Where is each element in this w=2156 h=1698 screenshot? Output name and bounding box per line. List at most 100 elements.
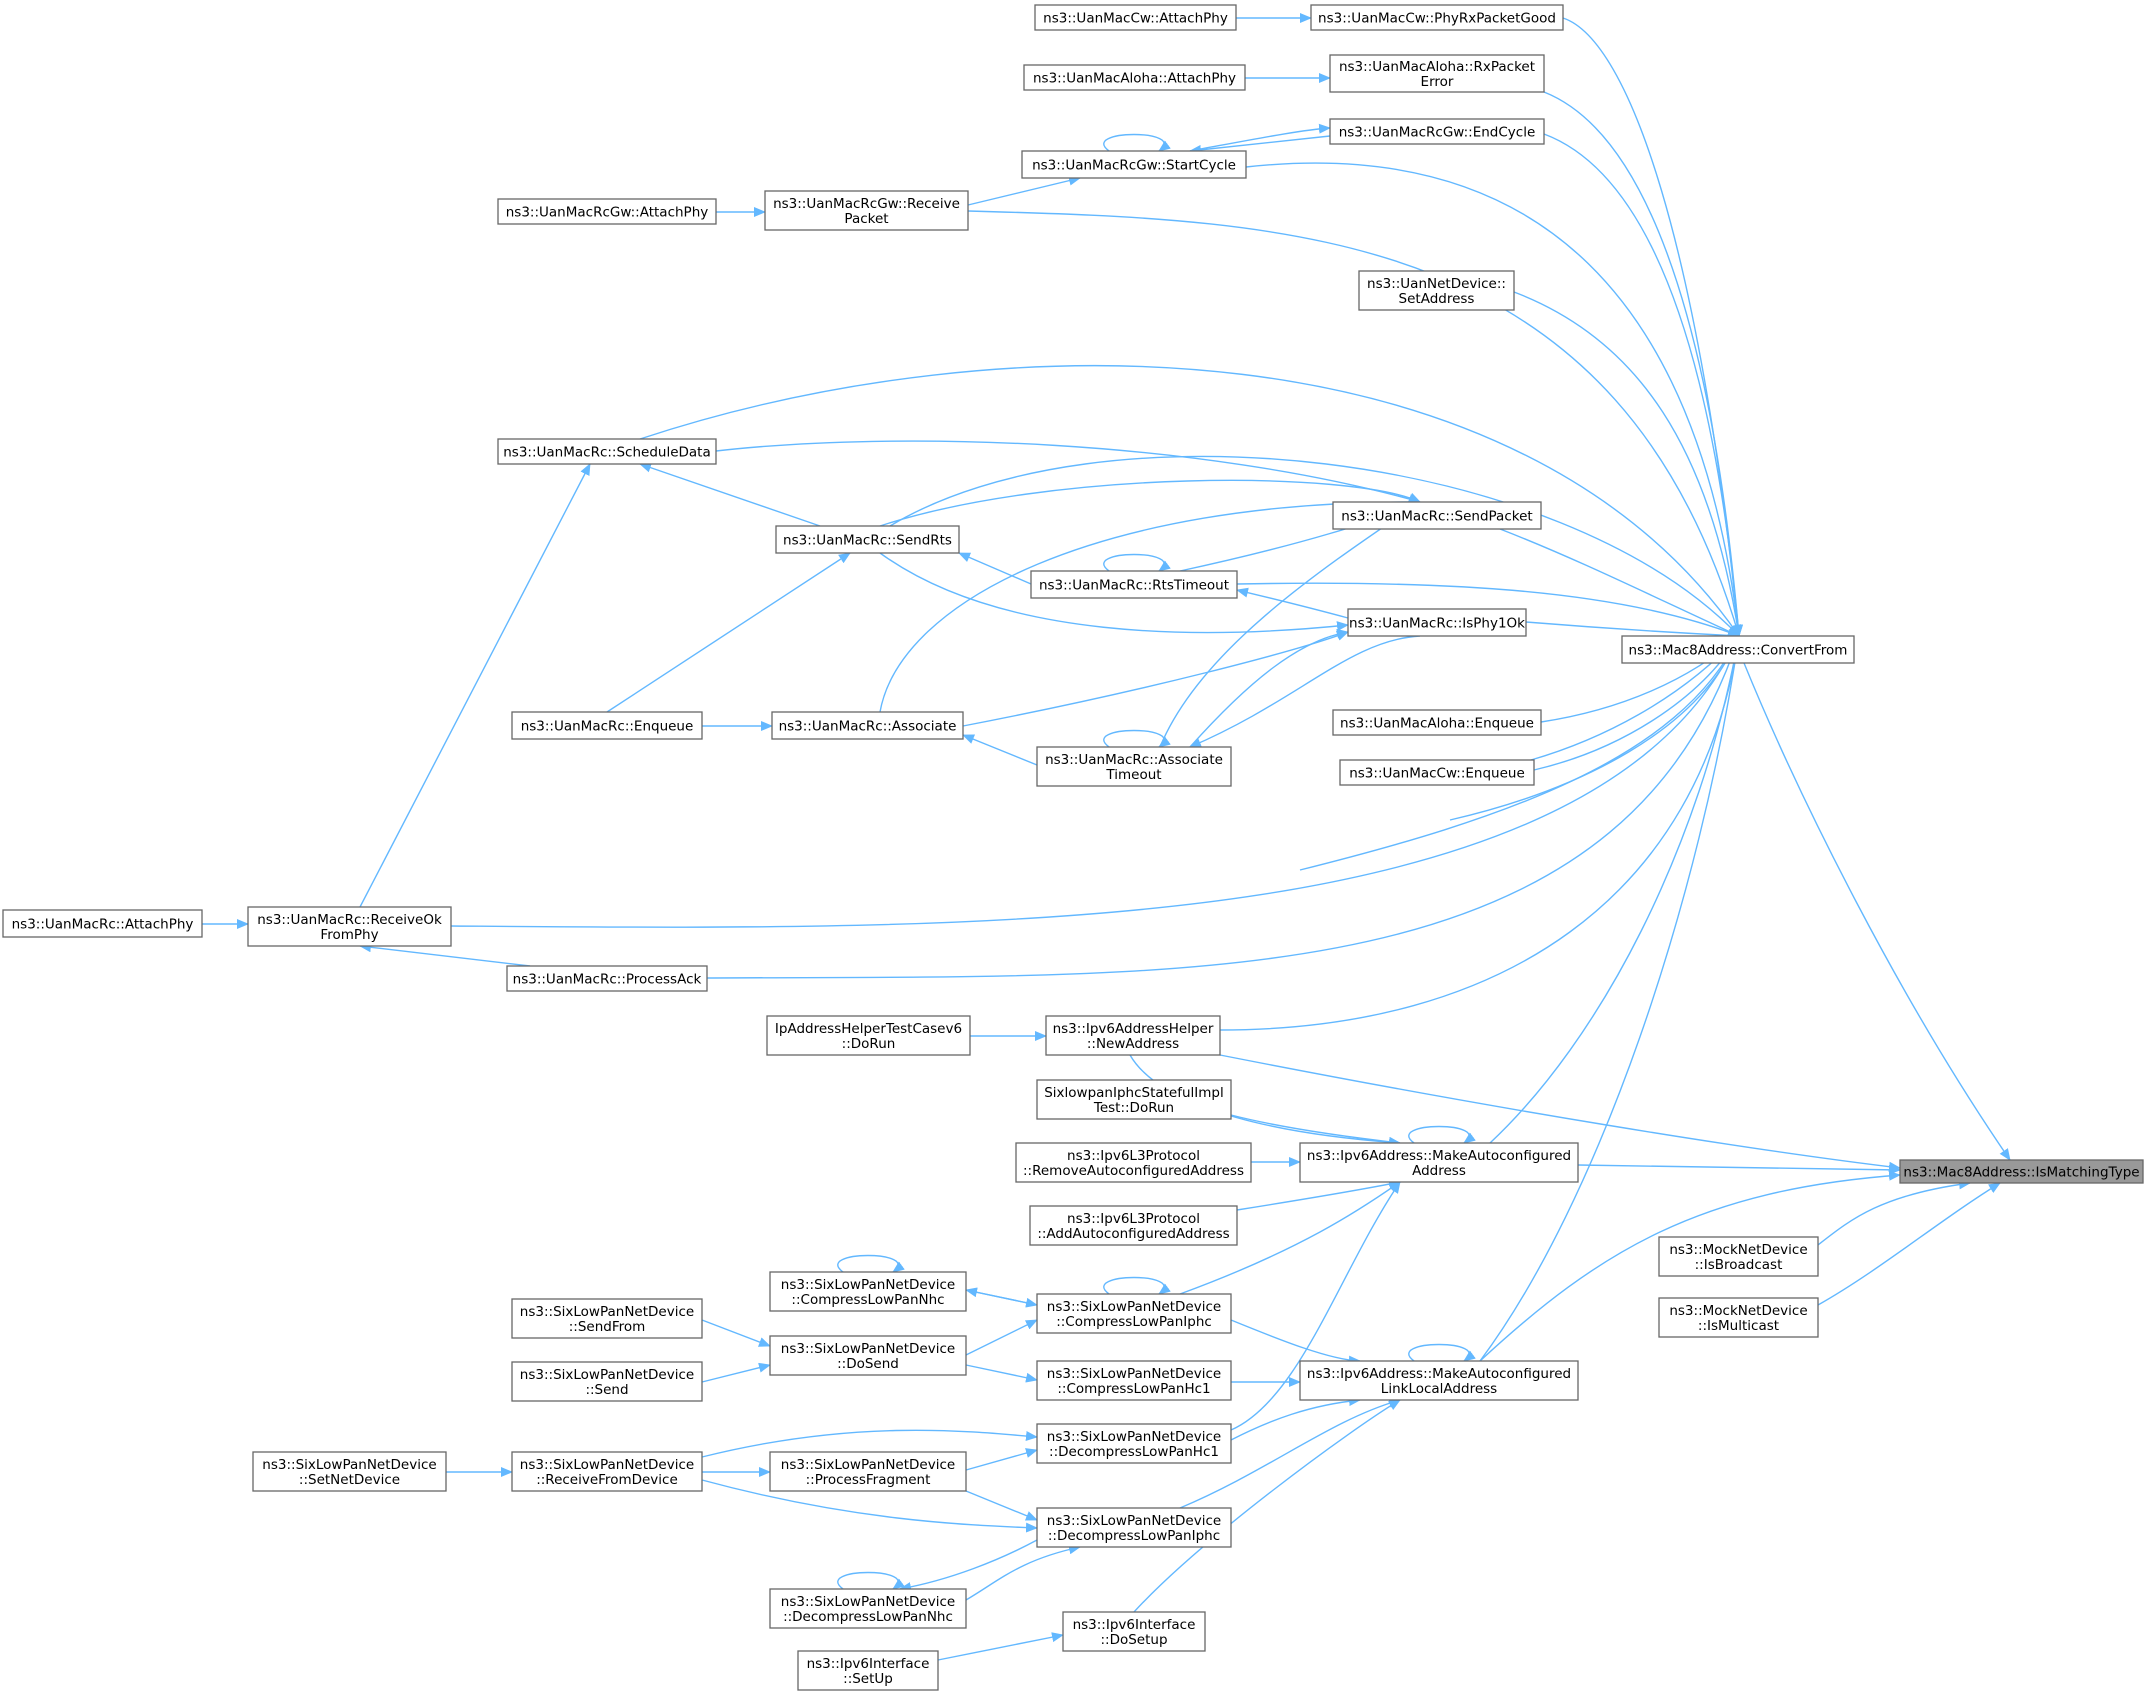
node-box <box>771 711 964 740</box>
node-label: ::SetUp <box>843 1671 893 1687</box>
function-node[interactable]: ns3::Ipv6Interface::DoSetup <box>1062 1611 1206 1652</box>
call-edge <box>962 734 1038 766</box>
function-node[interactable]: ns3::SixLowPanNetDevice::Send <box>511 1361 703 1402</box>
call-edge <box>1179 1181 1401 1295</box>
function-node[interactable]: ns3::SixLowPanNetDevice::SetNetDevice <box>252 1451 447 1492</box>
function-node[interactable]: ns3::MockNetDevice::IsMulticast <box>1658 1297 1819 1338</box>
function-node[interactable]: ns3::SixLowPanNetDevice::DecompressLowPa… <box>1036 1423 1232 1464</box>
node-label: LinkLocalAddress <box>1381 1381 1497 1397</box>
function-node[interactable]: ns3::Ipv6L3Protocol::AddAutoconfiguredAd… <box>1029 1205 1238 1246</box>
node-box <box>511 1451 703 1492</box>
node-box <box>764 190 969 231</box>
function-node[interactable]: ns3::UanMacRc::RtsTimeout <box>1030 570 1238 599</box>
function-node[interactable]: ns3::UanMacAloha::AttachPhy <box>1023 64 1246 91</box>
call-edge <box>1577 1164 1901 1175</box>
function-node[interactable]: IpAddressHelperTestCasev6::DoRun <box>766 1015 971 1056</box>
node-box <box>1036 1507 1232 1548</box>
function-node[interactable]: ns3::UanMacRc::ProcessAck <box>506 965 708 992</box>
function-node[interactable]: ns3::UanMacRc::Enqueue <box>511 711 703 740</box>
call-edge <box>965 1319 1038 1356</box>
node-box <box>769 1271 967 1312</box>
node-label: ns3::SixLowPanNetDevice <box>781 1594 955 1610</box>
function-node[interactable]: ns3::MockNetDevice::IsBroadcast <box>1658 1236 1819 1277</box>
node-box <box>497 198 717 225</box>
node-box <box>506 965 708 992</box>
node-label: ns3::SixLowPanNetDevice <box>520 1367 694 1383</box>
function-node[interactable]: ns3::SixLowPanNetDevice::ReceiveFromDevi… <box>511 1451 703 1492</box>
node-label: ::DoSetup <box>1100 1632 1167 1648</box>
function-node[interactable]: ns3::SixLowPanNetDevice::ProcessFragment <box>769 1451 967 1492</box>
call-edge <box>965 1448 1038 1471</box>
function-node[interactable]: ns3::UanMacAloha::Enqueue <box>1332 709 1542 736</box>
node-box <box>775 525 960 554</box>
node-label: ns3::Ipv6AddressHelper <box>1053 1021 1214 1037</box>
node-label: ns3::UanMacCw::AttachPhy <box>1043 11 1228 27</box>
function-node[interactable]: ns3::Ipv6AddressHelper::NewAddress <box>1045 1015 1221 1056</box>
function-node[interactable]: ns3::UanMacCw::PhyRxPacketGood <box>1310 4 1564 31</box>
function-node[interactable]: ns3::UanMacRc::SendPacket <box>1332 501 1542 530</box>
function-node[interactable]: ns3::SixLowPanNetDevice::CompressLowPanH… <box>1036 1360 1232 1401</box>
node-label: ns3::UanMacRc::SendPacket <box>1341 509 1532 525</box>
call-edge <box>889 455 1740 637</box>
function-node[interactable]: ns3::UanMacRcGw::EndCycle <box>1329 118 1545 145</box>
node-label: ns3::UanMacRc::Associate <box>779 719 957 735</box>
function-node[interactable]: ns3::UanMacRcGw::AttachPhy <box>497 198 717 225</box>
node-label: ::IsMulticast <box>1698 1318 1779 1334</box>
call-edge <box>1245 162 1743 637</box>
call-edge <box>1299 635 1740 871</box>
node-label: ns3::UanMacRc::Associate <box>1045 752 1223 768</box>
node-label: ns3::Mac8Address::ConvertFrom <box>1629 643 1848 659</box>
node-box <box>769 1451 967 1492</box>
function-node[interactable]: ns3::UanMacRc::IsPhy1Ok <box>1347 608 1527 637</box>
function-node[interactable]: ns3::UanMacCw::Enqueue <box>1339 759 1535 786</box>
root-function-node[interactable]: ns3::Mac8Address::IsMatchingType <box>1899 1159 2144 1184</box>
function-node[interactable]: ns3::UanMacRc::AttachPhy <box>2 909 203 938</box>
node-label: ns3::UanMacRc::Enqueue <box>521 719 694 735</box>
node-box <box>1030 570 1238 599</box>
function-node[interactable]: ns3::Ipv6L3Protocol::RemoveAutoconfigure… <box>1015 1142 1252 1183</box>
node-box <box>1332 501 1542 530</box>
function-node[interactable]: ns3::UanMacRc::SendRts <box>775 525 960 554</box>
node-label: SetAddress <box>1399 291 1475 307</box>
call-edge <box>837 1254 905 1273</box>
function-node[interactable]: ns3::UanMacCw::AttachPhy <box>1034 4 1237 31</box>
call-edge <box>965 1289 1038 1308</box>
node-box <box>1015 1142 1252 1183</box>
function-node[interactable]: ns3::Mac8Address::ConvertFrom <box>1621 635 1855 664</box>
call-edge <box>701 1429 1038 1458</box>
node-box <box>1045 1015 1221 1056</box>
call-edge <box>359 942 531 967</box>
function-node[interactable]: ns3::SixLowPanNetDevice::SendFrom <box>511 1298 703 1339</box>
call-edge <box>1219 1054 1901 1172</box>
function-node[interactable]: ns3::SixLowPanNetDevice::DecompressLowPa… <box>1036 1507 1232 1548</box>
call-edge <box>701 1479 1038 1533</box>
node-label: ::SendFrom <box>569 1319 646 1335</box>
node-box <box>1299 1360 1579 1401</box>
function-node[interactable]: ns3::Ipv6Address::MakeAutoconfiguredAddr… <box>1299 1142 1579 1183</box>
function-node[interactable]: ns3::SixLowPanNetDevice::DecompressLowPa… <box>769 1588 967 1629</box>
node-label: ns3::SixLowPanNetDevice <box>1047 1366 1221 1382</box>
node-label: ns3::Ipv6L3Protocol <box>1067 1148 1200 1164</box>
function-node[interactable]: ns3::UanMacRc::ScheduleData <box>497 438 717 465</box>
node-label: ns3::UanMacRc::AttachPhy <box>12 917 194 933</box>
function-node[interactable]: ns3::Ipv6Address::MakeAutoconfiguredLink… <box>1299 1360 1579 1401</box>
call-edge <box>937 1632 1064 1661</box>
call-edge <box>606 552 851 713</box>
function-node[interactable]: ns3::Ipv6Interface::SetUp <box>797 1650 939 1691</box>
function-node[interactable]: ns3::UanMacRc::Associate <box>771 711 964 740</box>
call-edge <box>1525 621 1740 641</box>
node-box <box>1023 64 1246 91</box>
node-label: ns3::Ipv6Address::MakeAutoconfigured <box>1307 1366 1571 1382</box>
function-node[interactable]: ns3::SixLowPanNetDevice::DoSend <box>769 1335 967 1376</box>
function-node[interactable]: ns3::UanNetDevice::SetAddress <box>1358 270 1515 311</box>
function-node[interactable]: ns3::UanMacRcGw::StartCycle <box>1021 150 1247 179</box>
node-label: ::DecompressLowPanIphc <box>1048 1528 1220 1544</box>
call-edge <box>1817 1182 2001 1306</box>
function-node[interactable]: ns3::SixLowPanNetDevice::CompressLowPanI… <box>1036 1293 1232 1334</box>
function-node[interactable]: ns3::SixLowPanNetDevice::CompressLowPanN… <box>769 1271 967 1312</box>
